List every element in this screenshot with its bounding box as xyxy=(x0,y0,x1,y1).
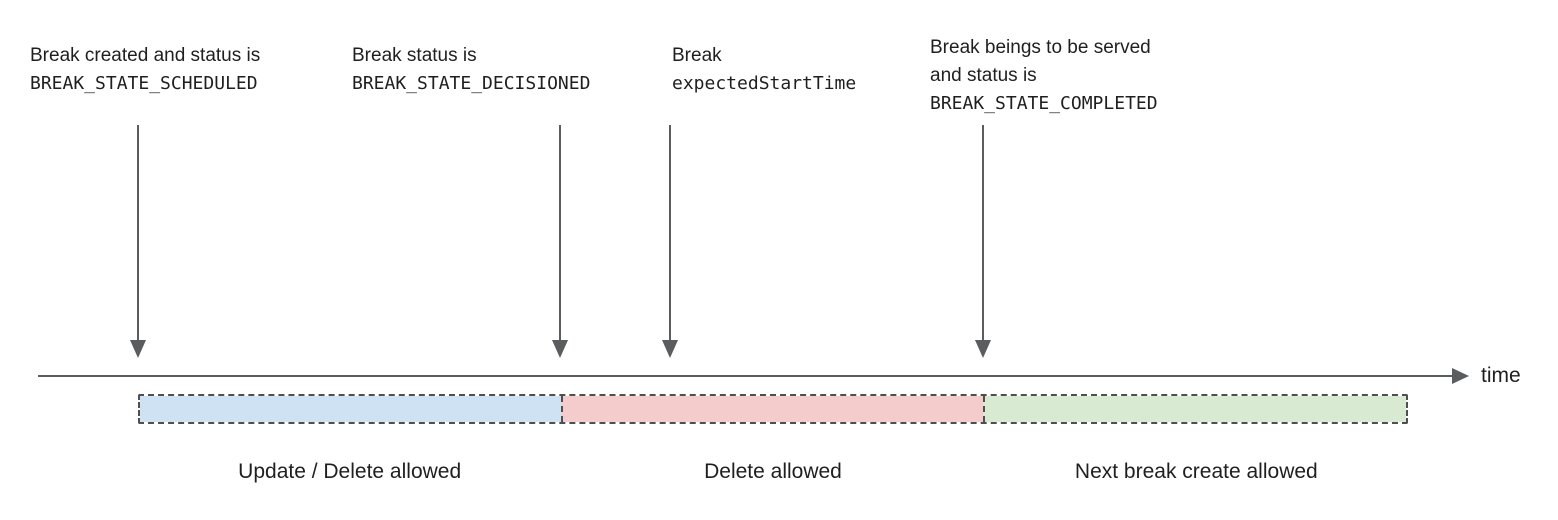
segment-delete-allowed xyxy=(560,396,984,422)
segment-next-break-create-allowed xyxy=(983,396,1407,422)
segment-update-delete-allowed xyxy=(140,396,561,422)
annotation-expected-start-time: Break expectedStartTime xyxy=(672,42,856,98)
annotation-code-token: BREAK_STATE_SCHEDULED xyxy=(30,73,258,94)
annotation-code-token: BREAK_STATE_DECISIONED xyxy=(352,73,591,94)
phase-label-update-delete: Update / Delete allowed xyxy=(238,460,462,483)
arrow-break-completed xyxy=(975,125,991,358)
phase-label-delete: Delete allowed xyxy=(704,460,842,483)
annotation-break-decisioned: Break status is BREAK_STATE_DECISIONED xyxy=(352,42,590,98)
annotation-text: Break beings to be served xyxy=(930,37,1151,58)
time-axis-label: time xyxy=(1481,364,1521,387)
annotation-text: Break xyxy=(672,45,722,66)
phase-label-next-break-create: Next break create allowed xyxy=(1074,460,1318,483)
annotation-code-token: BREAK_STATE_COMPLETED xyxy=(930,93,1158,114)
annotation-code-token: expectedStartTime xyxy=(672,73,857,94)
arrow-shaft xyxy=(669,125,671,341)
arrow-right-icon xyxy=(1452,368,1469,384)
phase-labels: Update / Delete allowed Delete allowed N… xyxy=(138,459,1408,485)
arrow-expected-start-time xyxy=(662,125,678,358)
arrow-down-icon xyxy=(975,340,991,358)
arrow-break-scheduled xyxy=(130,125,146,358)
arrow-down-icon xyxy=(662,340,678,358)
arrow-shaft xyxy=(137,125,139,341)
annotation-break-scheduled: Break created and status is BREAK_STATE_… xyxy=(30,42,260,98)
arrow-down-icon xyxy=(552,340,568,358)
time-axis xyxy=(38,375,1452,377)
arrow-break-decisioned xyxy=(552,125,568,358)
annotation-text: and status is xyxy=(930,65,1037,86)
arrow-shaft xyxy=(982,125,984,341)
arrow-shaft xyxy=(559,125,561,341)
annotation-text: Break status is xyxy=(352,45,477,66)
annotation-text: Break created and status is xyxy=(30,45,261,66)
arrow-down-icon xyxy=(130,340,146,358)
annotation-break-completed: Break beings to be served and status is … xyxy=(930,34,1158,118)
phase-bar xyxy=(138,394,1408,424)
